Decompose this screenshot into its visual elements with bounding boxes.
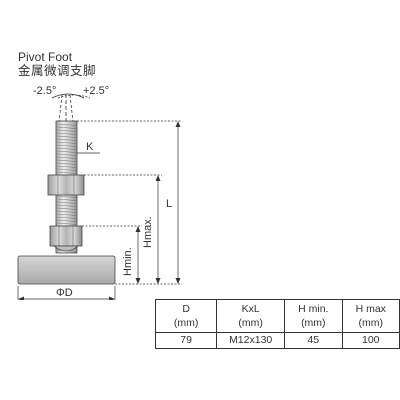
header-hmin: H min.(mm): [284, 299, 343, 333]
tilt-line-right: [69, 94, 74, 123]
cell-kxl: M12x130: [216, 332, 286, 349]
k-label: K: [86, 141, 94, 153]
angle-right-label: +2.5°: [83, 85, 109, 97]
tilt-arc-right: [57, 94, 91, 99]
l-label: L: [166, 198, 172, 210]
cell-d: 79: [154, 332, 218, 349]
header-d: D(mm): [154, 299, 218, 333]
hmin-label: Hmin.: [122, 247, 134, 276]
lock-nut: [47, 174, 85, 196]
cell-hmax: 100: [341, 332, 400, 349]
header-hmax: H max(mm): [341, 299, 400, 333]
spec-table-header-row: D(mm) KxL(mm) H min.(mm) H max(mm): [154, 299, 400, 333]
tilt-line-left: [58, 94, 63, 123]
title-english: Pivot Foot: [18, 50, 73, 64]
diameter-label: ΦD: [56, 287, 73, 299]
spec-table-row: 79 M12x130 45 100: [154, 332, 400, 349]
ball-housing-nut: [49, 225, 83, 252]
pivot-foot-drawing: -2.5° +2.5°: [17, 85, 182, 300]
spec-table: D(mm) KxL(mm) H min.(mm) H max(mm) 79 M1…: [154, 299, 400, 349]
angle-left-label: -2.5°: [33, 85, 56, 97]
tilt-arc-left: [51, 93, 85, 99]
hmax-label: Hmax.: [142, 216, 154, 248]
dimension-arrows: [18, 121, 181, 300]
tilt-angle-indicator: [51, 93, 91, 124]
base-pad: [17, 255, 116, 285]
header-kxl: KxL(mm): [216, 299, 286, 333]
cell-hmin: 45: [284, 332, 343, 349]
title-chinese: 金属微调支脚: [18, 63, 97, 78]
